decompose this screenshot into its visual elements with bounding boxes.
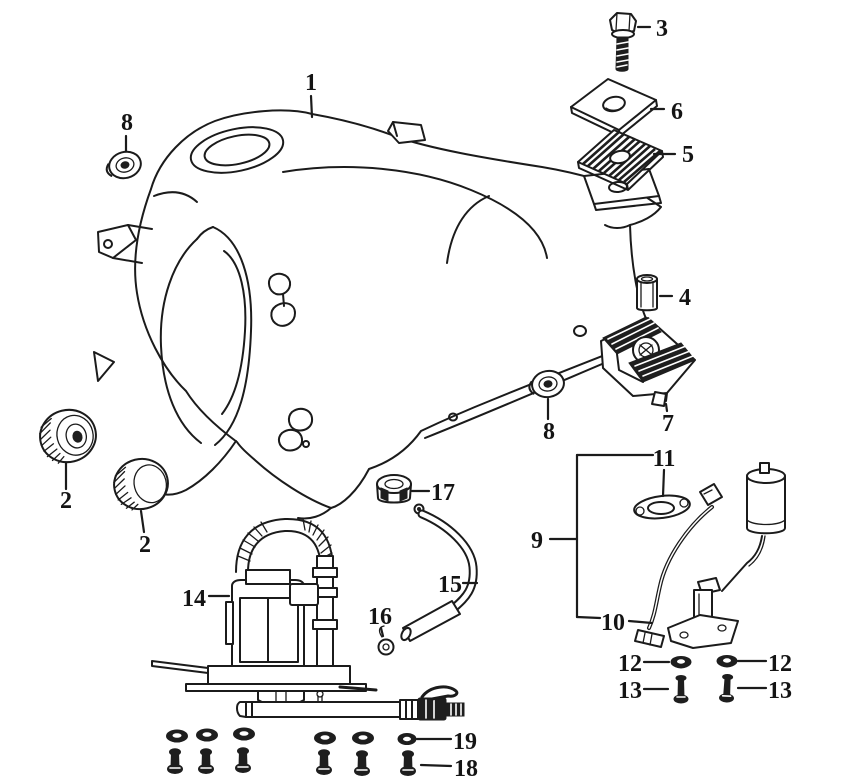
callout-2-1: 2 [60,488,72,514]
part-pad-plate [570,78,658,137]
callout-leader-11-12 [661,468,666,498]
part-eyelet [397,733,417,745]
callout-2-2: 2 [139,532,151,558]
part-hex-bolt [609,12,637,72]
callout-1-0: 1 [305,70,317,96]
part-spacer-sleeve [636,274,658,312]
callout-8-9: 8 [543,419,555,445]
callout-3-3: 3 [656,16,668,42]
tank-lower-tab [93,351,115,382]
part-cushion-right [113,457,169,511]
callout-leader-16-19 [379,626,385,638]
part-mount-bracket [600,316,696,407]
part-fuel-hose [400,509,478,642]
part-plate-bolts [167,747,370,776]
callout-13-15: 13 [618,678,642,704]
quick-connector [417,697,447,721]
callout-12-13: 12 [618,651,642,677]
callout-leader-18-21 [419,763,453,768]
part-washer-left [670,656,692,669]
part-hose-clip [377,625,395,656]
callout-leader-10-11 [627,619,654,625]
part-fuel-sender [634,462,786,649]
part-bolt-13-left [673,675,689,704]
callout-19-22: 19 [453,729,477,755]
pump-side-box [289,583,319,606]
callout-4-4: 4 [679,285,691,311]
tank-front-mount-tab [97,224,137,259]
callout-group-bracket [575,453,655,620]
callout-leader-2-2 [139,509,146,534]
callout-leader-7-7 [664,402,669,413]
part-fuel-pump [151,517,465,721]
sender-wire-connector [634,629,665,648]
part-bolt-18 [400,750,416,776]
part-gasket [633,494,691,520]
pump-mounting-plate [207,665,351,685]
callout-17-20: 17 [431,480,455,506]
callout-15-18: 15 [438,572,462,598]
part-cushion-left [38,408,97,464]
part-grommet-right [528,369,565,399]
callout-12-14: 12 [768,651,792,677]
callout-5-5: 5 [682,142,694,168]
filler-neck [189,126,285,174]
part-plate-washers [166,727,374,745]
sender-float [746,462,786,535]
callout-13-16: 13 [768,678,792,704]
tank-cap-bracket [387,121,426,144]
sender-connector [699,483,723,506]
callout-leader-1-0 [309,94,314,119]
callout-11-12: 11 [653,446,676,472]
callout-6-6: 6 [671,99,683,125]
fuel-rail-tube [236,685,465,721]
part-fuel-tank [93,109,662,520]
callout-7-7: 7 [662,411,674,437]
callout-10-11: 10 [601,610,625,636]
part-ribbed-plate [577,129,664,191]
part-washer-right [716,655,738,668]
callout-8-8: 8 [121,110,133,136]
callout-14-17: 14 [182,586,206,612]
callout-16-19: 16 [368,604,392,630]
part-grommet-left [105,150,142,180]
sender-base-plate [667,614,739,649]
callout-18-21: 18 [454,756,478,782]
part-bolt-13-right [719,674,735,703]
callout-9-10: 9 [531,528,543,554]
part-outlet-cap [376,474,425,515]
